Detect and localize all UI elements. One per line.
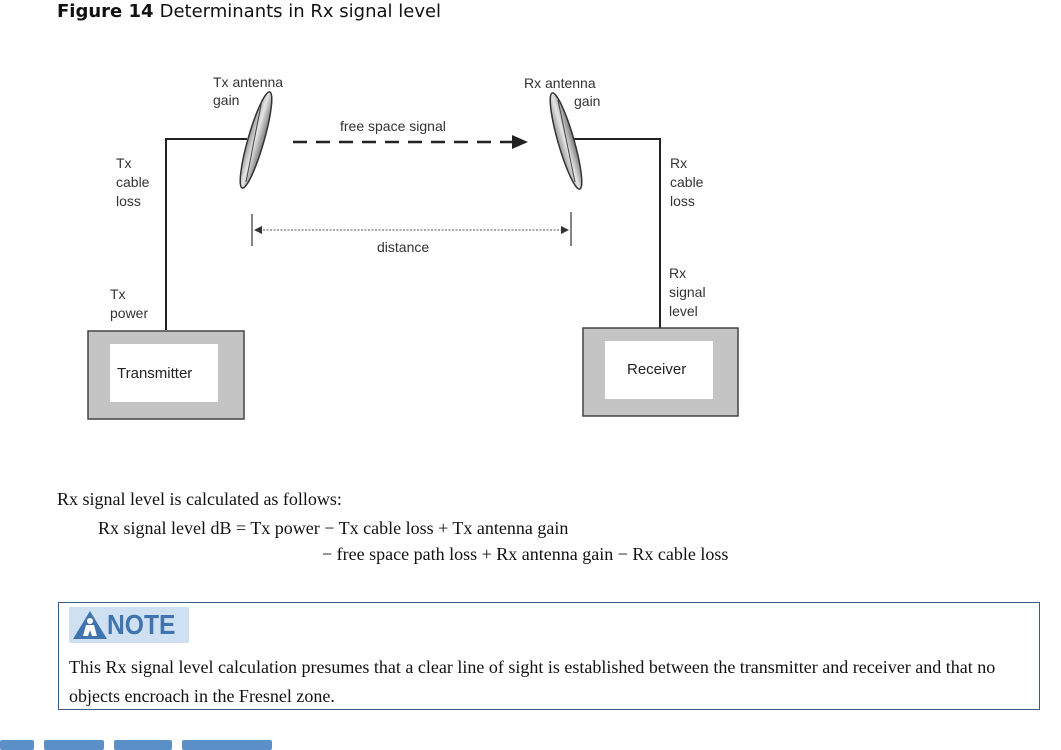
distance-marker xyxy=(251,212,572,246)
note-header: NOTE xyxy=(69,607,189,643)
note-box: NOTE This Rx signal level calculation pr… xyxy=(58,602,1040,710)
tx-cable-loss-label: Tx cable loss xyxy=(116,155,153,209)
tx-cable-line xyxy=(165,138,247,330)
figure-title: Determinants in Rx signal level xyxy=(159,1,442,22)
receiver-box xyxy=(582,327,739,417)
rx-cable-line xyxy=(570,138,661,328)
receiver-label: Receiver xyxy=(627,361,686,378)
note-text: This Rx signal level calculation presume… xyxy=(69,657,996,706)
tx-power-label: Tx power xyxy=(110,286,148,321)
free-space-arrowhead xyxy=(512,135,528,149)
rx-antenna-gain-label: Rx antenna gain xyxy=(524,75,600,109)
transmitter-label: Transmitter xyxy=(117,365,192,382)
tx-antenna-icon xyxy=(239,91,273,189)
note-label: NOTE xyxy=(107,609,176,640)
rx-cable-loss-label: Rx cable loss xyxy=(670,155,707,209)
rx-signal-diagram: Tx antenna gain Rx antenna gain free spa… xyxy=(87,74,739,420)
calculation-intro: Rx signal level is calculated as follows… xyxy=(57,489,342,509)
warning-triangle-icon xyxy=(73,611,107,639)
rx-signal-level-label: Rx signal level xyxy=(669,265,709,319)
transmitter-box xyxy=(87,330,245,420)
next-heading-cutoff xyxy=(0,736,360,750)
free-space-signal-label: free space signal xyxy=(340,118,446,134)
rx-antenna-icon xyxy=(549,92,583,190)
tx-antenna-gain-label: Tx antenna gain xyxy=(213,74,287,108)
figure-number: Figure 14 xyxy=(57,1,154,22)
equation-line-2: − free space path loss + Rx antenna gain… xyxy=(322,544,729,564)
distance-label: distance xyxy=(377,239,429,255)
equation-line-1: Rx signal level dB = Tx power − Tx cable… xyxy=(98,518,569,538)
